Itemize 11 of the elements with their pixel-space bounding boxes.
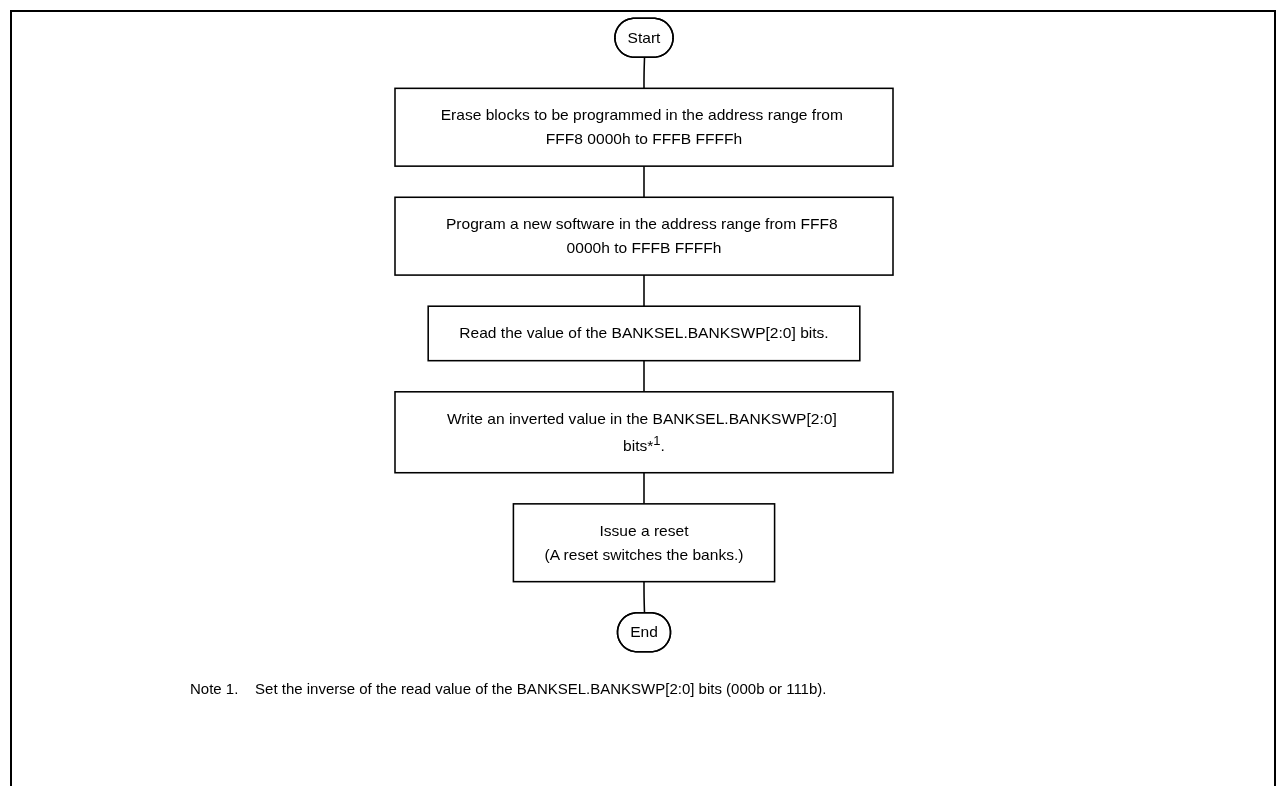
node-box: Issue a reset (A reset switches the banks.) <box>512 503 776 583</box>
node-box: Write an inverted value in the BANKSEL.BANKSWP[2:0] bits*$^{1}$. <box>394 391 894 474</box>
connector <box>643 165 645 199</box>
connector <box>643 359 645 393</box>
connector <box>643 56 646 90</box>
connector <box>643 274 645 307</box>
node-box: Program a new software in the address range from FFF8 0000h to FFFB FFFFh <box>394 196 894 276</box>
connector <box>643 471 645 505</box>
footnote: Note 1. Set the inverse of the read value of the BANKSEL.BANKSWP[2:0] bits (000b or 111b). <box>190 680 827 697</box>
node-box: Erase blocks to be programmed in the address range from FFF8 0000h to FFFB FFFFh <box>394 87 894 167</box>
node-box: Read the value of the BANKSEL.BANKSWP[2:0] bits. <box>427 305 861 362</box>
